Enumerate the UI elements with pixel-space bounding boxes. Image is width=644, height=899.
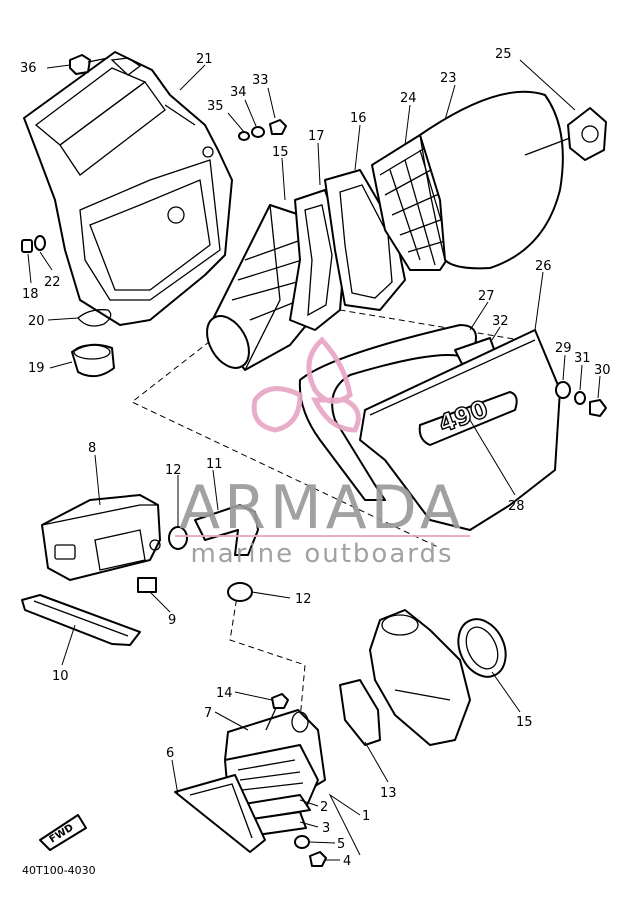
callout-33: 32 <box>492 314 509 329</box>
callout-9: 9 <box>168 613 176 628</box>
callout-10: 10 <box>52 669 69 684</box>
callout-16: 15 <box>272 145 289 160</box>
callout-2: 2 <box>320 800 328 815</box>
part-35-washer <box>251 126 265 138</box>
part-37-bolt <box>69 54 109 75</box>
callout-1: 1 <box>362 809 370 824</box>
callout-labels: 36 21 35 34 33 15 17 16 24 23 25 18 22 2… <box>20 47 611 869</box>
callout-6: 6 <box>166 746 174 761</box>
part-26-cover-knob <box>524 107 607 161</box>
callout-22: 21 <box>196 52 213 67</box>
callout-30: 29 <box>555 341 572 356</box>
part-31-nut <box>589 399 607 417</box>
part-14-bolt <box>265 693 289 731</box>
callout-14: 14 <box>216 686 233 701</box>
armada-logo-icon <box>251 336 361 433</box>
carburetor <box>369 609 471 746</box>
part-6-gasket <box>174 774 266 853</box>
callout-37: 36 <box>20 61 37 76</box>
callout-29: 28 <box>508 499 525 514</box>
callout-21: 20 <box>28 314 45 329</box>
callout-34: 33 <box>252 73 269 88</box>
part-34-bolt <box>269 119 287 135</box>
part-8-silencer <box>41 494 161 581</box>
callout-4: 4 <box>343 854 351 869</box>
part-12-clamp-lower <box>227 582 253 602</box>
callout-28: 27 <box>478 289 495 304</box>
part-13-gasket <box>339 679 381 746</box>
callout-12-lower: 12 <box>295 592 312 607</box>
callout-18: 17 <box>308 129 325 144</box>
watermark: ARMADA marine outboards <box>175 336 470 569</box>
callout-27: 26 <box>535 259 552 274</box>
part-36-washer <box>238 131 250 141</box>
callout-13: 13 <box>380 786 397 801</box>
assembly-guide-lines <box>131 304 521 721</box>
part-10-strap <box>21 594 141 646</box>
part-30-washer <box>555 381 571 399</box>
fwd-tag: FWD <box>39 814 87 851</box>
part-22-intake-housing <box>23 51 233 326</box>
part-9-label <box>137 577 157 593</box>
callout-12-upper: 12 <box>165 463 182 478</box>
callout-31: 30 <box>594 363 611 378</box>
watermark-brand: ARMADA <box>179 473 465 543</box>
callout-25: 24 <box>400 91 417 106</box>
part-19-nut <box>21 239 33 253</box>
callout-15: 15 <box>516 715 533 730</box>
callout-17: 16 <box>350 111 367 126</box>
part-5-washer <box>294 835 310 849</box>
part-20-grommet <box>71 343 115 378</box>
callout-11: 11 <box>206 457 223 472</box>
part-4-bolt <box>309 851 327 867</box>
callout-26: 25 <box>495 47 512 62</box>
callout-8: 8 <box>88 441 96 456</box>
part-17-plate <box>324 169 406 311</box>
watermark-tagline: marine outboards <box>190 539 453 569</box>
callout-24: 23 <box>440 71 457 86</box>
callout-36: 35 <box>207 99 224 114</box>
part-32-washer <box>574 391 586 405</box>
callout-35: 34 <box>230 85 247 100</box>
callout-7: 7 <box>204 706 212 721</box>
leader-lines <box>27 59 601 861</box>
part-23-washer <box>34 235 46 251</box>
callout-23: 22 <box>44 275 61 290</box>
callout-19: 18 <box>22 287 39 302</box>
part-21-gasket <box>77 309 112 327</box>
part-24-filter-element <box>419 90 564 270</box>
diagram-code: 40T100-4030 <box>22 864 96 877</box>
callout-32: 31 <box>574 351 591 366</box>
callout-5: 5 <box>337 837 345 852</box>
callout-3: 3 <box>322 821 330 836</box>
callout-20: 19 <box>28 361 45 376</box>
